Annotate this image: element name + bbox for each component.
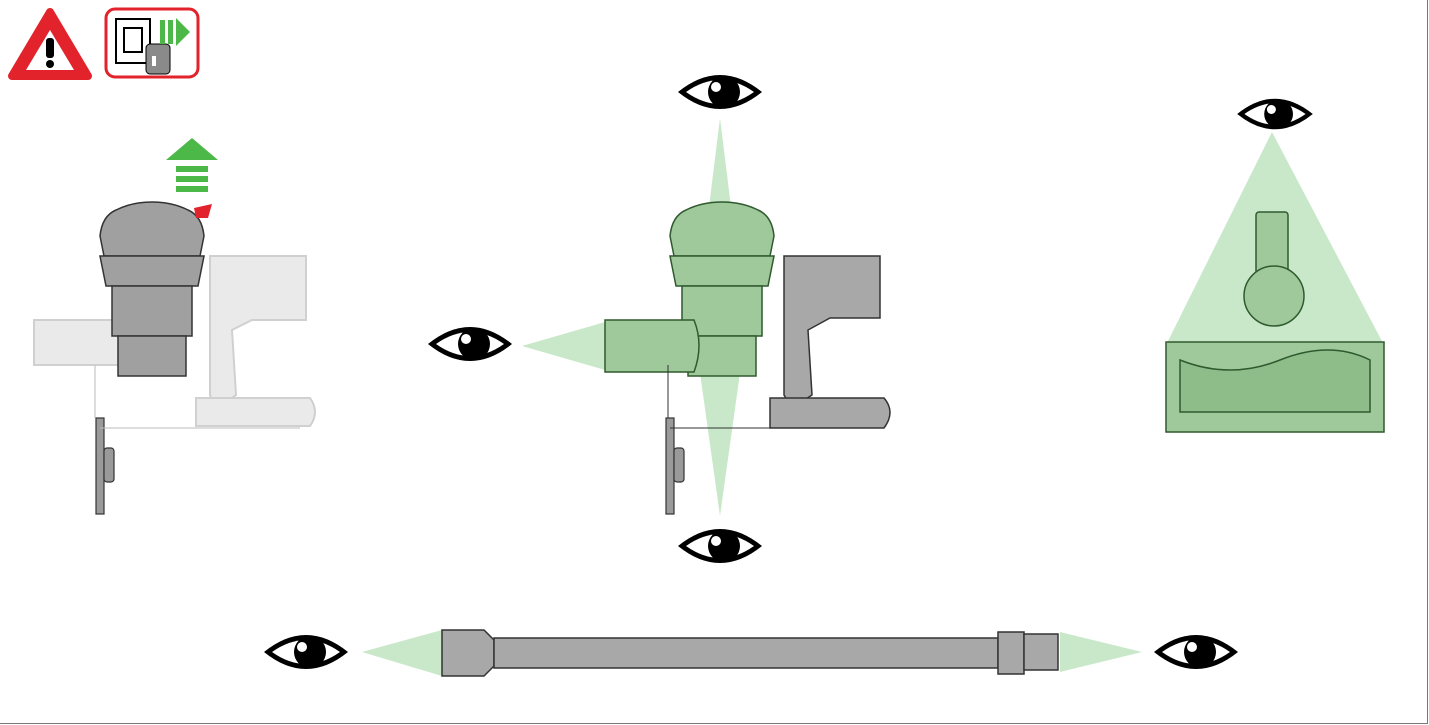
- eye-icon: [678, 529, 762, 563]
- warning-triangle-icon: [12, 12, 88, 76]
- remove-cyclone-step: [34, 138, 315, 514]
- eye-icon: [428, 327, 512, 361]
- inspect-wand-tube: [362, 630, 1142, 676]
- eye-icon: [264, 635, 348, 669]
- up-arrow-icon: [166, 138, 218, 192]
- unplug-charger-icon: [106, 9, 198, 77]
- eye-icon: [678, 75, 762, 109]
- inspect-cleaner-head: [1166, 132, 1384, 432]
- inspect-cyclone-bin: [522, 118, 890, 516]
- eye-icon: [1237, 99, 1313, 130]
- eye-icon: [1154, 635, 1238, 669]
